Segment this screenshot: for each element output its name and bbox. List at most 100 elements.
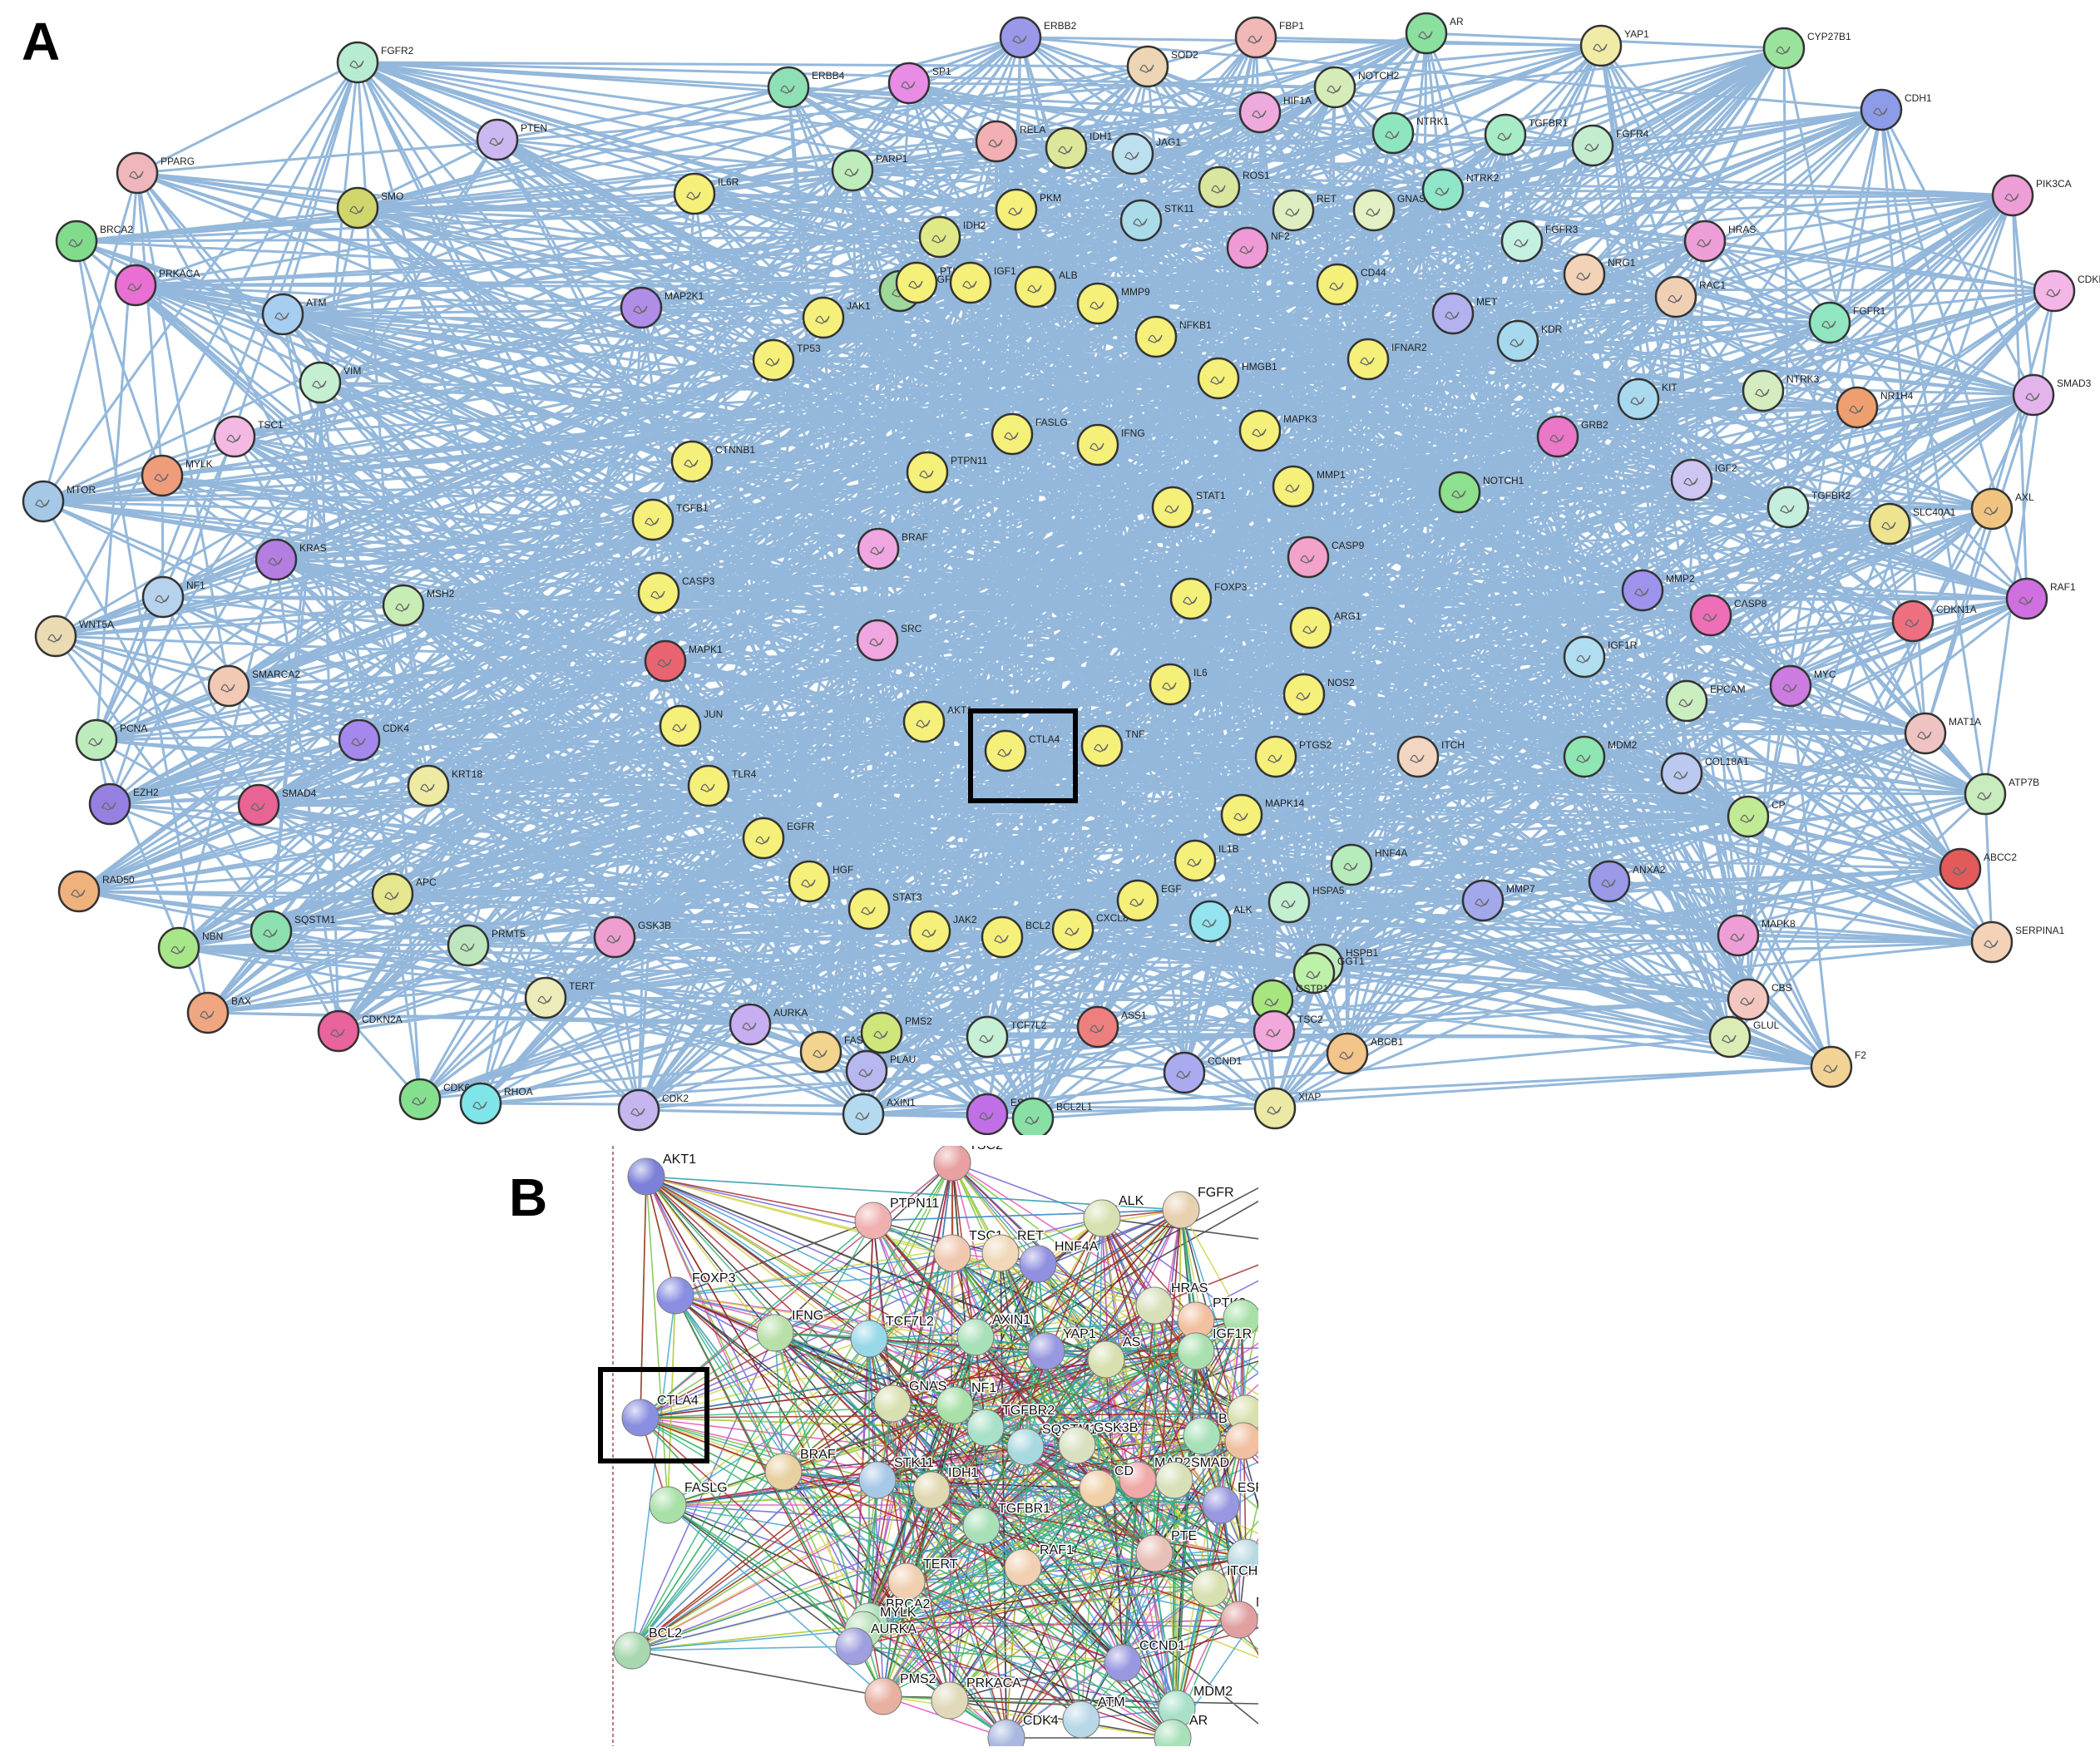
node-a-bcl2-circle <box>981 915 1024 959</box>
node-a-nrg1-circle <box>1563 253 1606 296</box>
node-a-fgfr1-circle <box>1808 301 1851 344</box>
node-a-fgfr1-label: FGFR1 <box>1853 305 1886 317</box>
node-a-wnt5a-circle <box>34 614 77 658</box>
node-a-rhoa: RHOA <box>459 1082 533 1125</box>
node-a-mmp2-structure-icon <box>1634 588 1649 597</box>
node-a-cdkn1a-circle <box>1891 600 1934 643</box>
node-a-slc40a1-structure-icon <box>1881 521 1896 531</box>
node-a-tgfbr1-circle <box>1484 113 1527 156</box>
node-b-tgfbr1: TGFBR1 <box>962 1501 1052 1545</box>
node-a-nrg1-label: NRG1 <box>1608 257 1636 269</box>
node-b-atm-highlight <box>1063 1701 1099 1738</box>
node-a-ntrk1: NTRK1 <box>1371 111 1450 155</box>
node-a-igf2-label: IGF2 <box>1715 462 1737 474</box>
node-b-ra-label: RA <box>1260 1417 1279 1431</box>
node-a-fgfr3-label: FGFR3 <box>1545 224 1579 235</box>
node-a-ezh2-label: EZH2 <box>133 787 159 798</box>
node-b-sm-highlight <box>1228 1539 1258 1576</box>
node-a-cdkn1b-label: CDKN1B <box>2078 274 2100 285</box>
node-a-mdm2-label: MDM2 <box>1608 739 1638 751</box>
node-b-tsc2-label: TSC2 <box>969 1138 1003 1152</box>
node-a-cyp27b1-structure-icon <box>1776 46 1791 55</box>
node-a-nf2-structure-icon <box>1239 245 1254 254</box>
node-b-ptk2: PTK2 <box>1177 1295 1248 1340</box>
node-b-faslg-highlight <box>650 1487 686 1523</box>
node-a-ptpn11-structure-icon <box>919 470 934 479</box>
node-a-fgfr4-circle <box>1571 124 1614 167</box>
node-a-mmp7: MMP7 <box>1461 879 1535 922</box>
node-a-cdk2-circle <box>617 1088 660 1132</box>
node-a-mapk8: MAPK8 <box>1717 914 1796 957</box>
node-a-hras-structure-icon <box>1697 239 1712 248</box>
node-b-idh1-label: IDH1 <box>948 1466 979 1480</box>
node-a-tsc1: TSC1 <box>213 415 284 458</box>
node-a-alb: ALB <box>1014 265 1078 308</box>
node-b-pte-label: PTE <box>1171 1529 1197 1543</box>
node-a-ntrk2: NTRK2 <box>1421 168 1500 211</box>
node-a-ntrk3-label: NTRK3 <box>1786 373 1820 385</box>
node-a-cdk6: CDK6 <box>398 1078 470 1121</box>
node-a-aurka: AURKA <box>729 1003 808 1046</box>
node-a-gstp1-structure-icon <box>1264 998 1279 1007</box>
node-a-tlr4-structure-icon <box>700 783 715 792</box>
node-a-mmp9-circle <box>1076 282 1119 325</box>
node-a-prmt5-circle <box>447 924 490 967</box>
node-a-cdk4: CDK4 <box>338 718 409 762</box>
node-a-nr1h4: NR1H4 <box>1836 386 1914 429</box>
node-a-nrg1-structure-icon <box>1576 272 1591 281</box>
node-b-tgfbr1-label: TGFBR1 <box>998 1502 1050 1516</box>
node-a-igf1r-circle <box>1563 635 1606 679</box>
node-b-ar: AR <box>1154 1713 1209 1746</box>
node-a-cxcl8-label: CXCL8 <box>1096 912 1129 924</box>
node-b-aurka-highlight <box>836 1628 872 1665</box>
node-a-ass1-structure-icon <box>1090 1024 1104 1034</box>
node-a-tsc1-label: TSC1 <box>258 419 284 431</box>
node-b-itch: ITCH <box>1191 1563 1258 1607</box>
node-a-anxa2-label: ANXA2 <box>1633 864 1666 876</box>
node-a-erbb4-label: ERBB4 <box>812 70 845 81</box>
node-a-igf1r-label: IGF1R <box>1608 639 1638 651</box>
node-b-tsc2-highlight <box>934 1146 971 1181</box>
node-a-il6: IL6 <box>1149 663 1208 706</box>
node-a-cbs-circle <box>1727 978 1770 1021</box>
node-a-ggt1-label: GGT1 <box>1337 955 1365 967</box>
node-a-mapk14-circle <box>1220 793 1263 837</box>
node-a-egf-structure-icon <box>1129 898 1144 907</box>
node-a-tsc2: TSC2 <box>1253 1009 1323 1053</box>
node-b-yap1: YAP1 <box>1027 1326 1097 1370</box>
node-a-nfkb1-structure-icon <box>1148 334 1163 343</box>
node-a-cp-structure-icon <box>1740 814 1755 823</box>
node-a-igf2-structure-icon <box>1683 477 1698 486</box>
node-a-mmp9-structure-icon <box>1090 301 1104 310</box>
node-a-cd44: CD44 <box>1316 263 1386 306</box>
node-a-mmp9-label: MMP9 <box>1121 286 1150 298</box>
node-a-pkm-structure-icon <box>1008 207 1023 216</box>
node-a-erbb2-circle <box>999 16 1042 59</box>
node-a-kit: KIT <box>1617 378 1678 421</box>
node-a-nbn-structure-icon <box>170 945 185 955</box>
node-a-nf2-label: NF2 <box>1271 230 1290 242</box>
node-b-ctla4: CTLA4 <box>621 1393 699 1437</box>
node-b-igf1r-label: IGF1R <box>1213 1327 1252 1341</box>
node-a-mapk14-label: MAPK14 <box>1265 797 1305 809</box>
node-a-tert-label: TERT <box>569 980 595 992</box>
node-a-fgfr3-circle <box>1500 220 1544 263</box>
node-b-map2k1-highlight <box>1119 1462 1156 1498</box>
node-a-tsc1-circle <box>213 415 256 458</box>
node-a-xiap-circle <box>1253 1087 1297 1130</box>
node-b-ifng-highlight <box>757 1315 793 1351</box>
node-b-axin1-label: AXIN1 <box>992 1313 1030 1327</box>
node-a-kras-structure-icon <box>268 557 283 566</box>
node-a-gnas: GNAS <box>1352 189 1426 232</box>
node-a-egf-label: EGF <box>1161 883 1182 895</box>
node-a-raf1: RAF1 <box>2005 577 2076 620</box>
node-a-ar-label: AR <box>1450 16 1464 27</box>
node-a-erbb4-circle <box>767 66 810 109</box>
node-a-jak2-circle <box>908 910 951 953</box>
node-a-col18a1-circle <box>1660 752 1703 795</box>
node-a-krt18-structure-icon <box>420 783 435 792</box>
node-a-notch1: NOTCH1 <box>1438 471 1524 514</box>
node-a-axin1: AXIN1 <box>842 1093 916 1135</box>
node-b-bcl2: BCL2 <box>613 1626 684 1670</box>
